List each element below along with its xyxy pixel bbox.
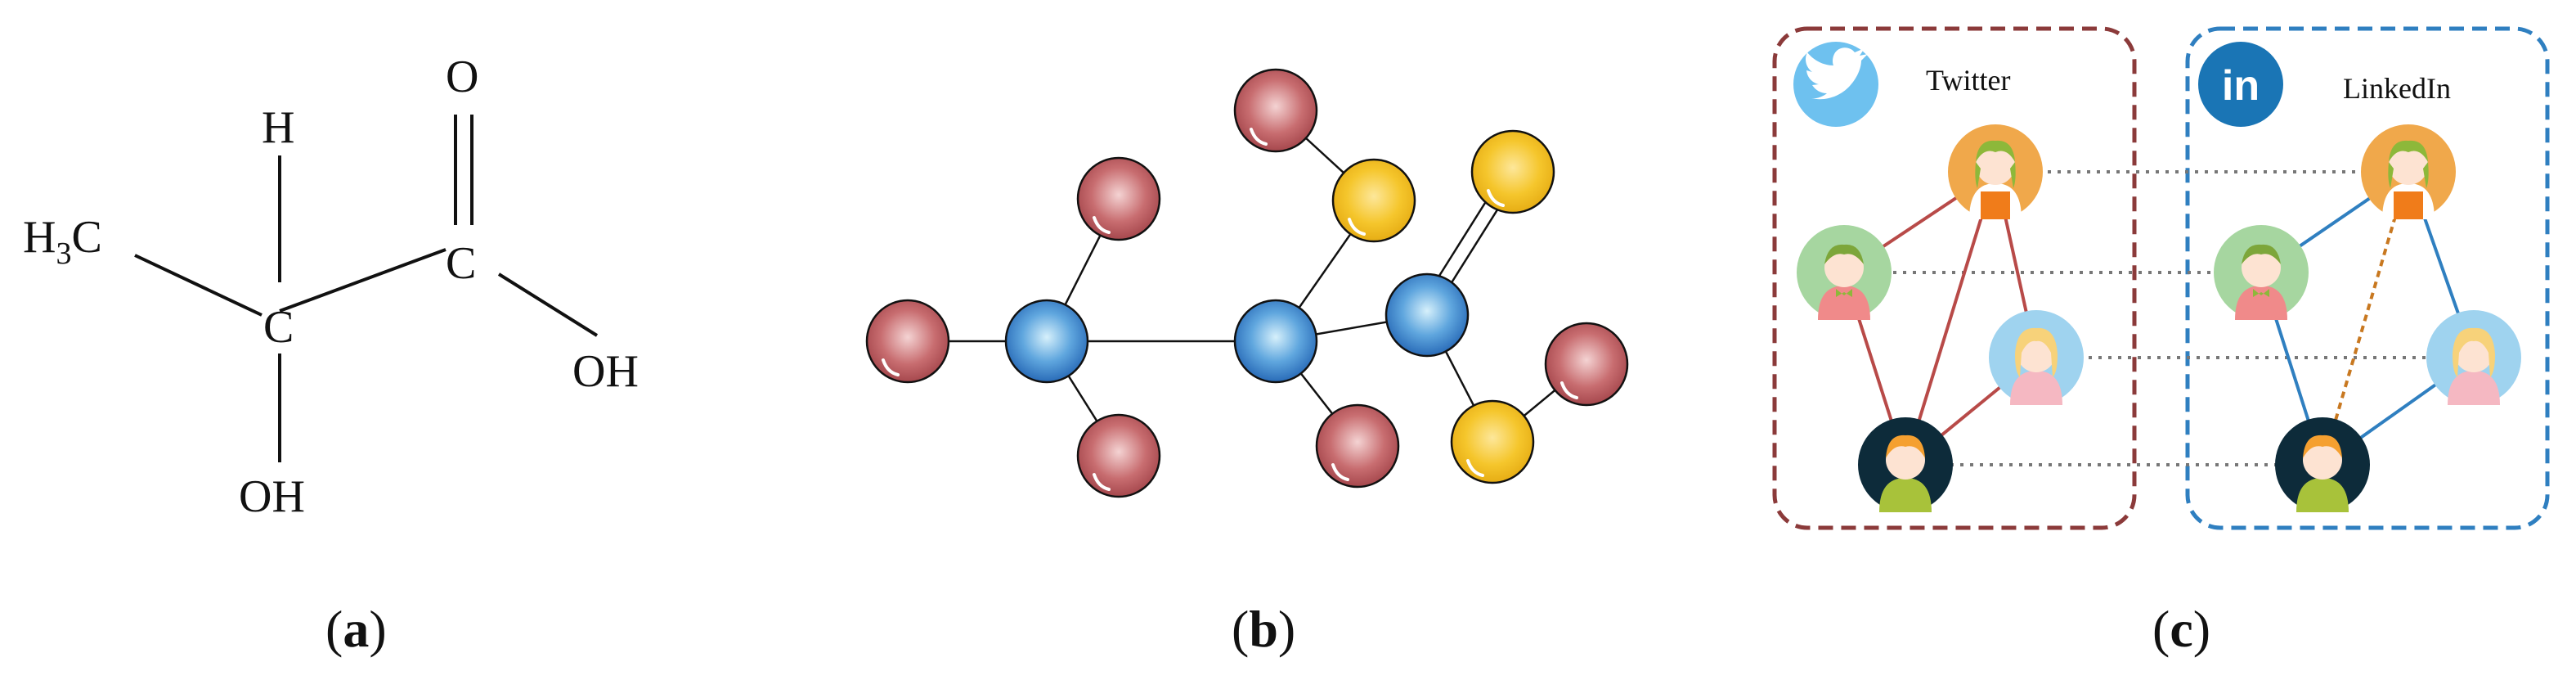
user-avatar-orange bbox=[2361, 124, 2456, 219]
atom-node-red bbox=[1076, 156, 1161, 241]
panel-c-network-alignment: Twitter in LinkedIn bbox=[1772, 26, 2550, 530]
linkedin-edges bbox=[2260, 170, 2475, 466]
caption-b: (b) bbox=[1232, 600, 1295, 658]
bond-c-c bbox=[279, 248, 447, 313]
atom-o: O bbox=[446, 52, 478, 102]
user-avatar-green bbox=[1797, 225, 1892, 320]
atom-node-blue bbox=[1004, 299, 1089, 384]
atom-oh-bottom: OH bbox=[239, 471, 305, 522]
bond-c-oh-right bbox=[497, 272, 599, 337]
user-avatar-dark bbox=[1858, 417, 1953, 512]
atom-node-red bbox=[1233, 68, 1318, 153]
atom-node-red bbox=[1076, 413, 1161, 498]
atom-node-yellow bbox=[1470, 129, 1555, 214]
linkedin-in-icon: in bbox=[2198, 42, 2283, 127]
user-avatar-orange bbox=[1948, 124, 2043, 219]
atom-node-blue bbox=[1233, 299, 1318, 384]
anchor-dotted-links bbox=[1893, 170, 2429, 466]
atom-c-carbonyl: C bbox=[446, 238, 476, 289]
user-avatar-green bbox=[2214, 225, 2309, 320]
atom-h: H bbox=[262, 102, 294, 153]
caption-a: (a) bbox=[325, 600, 387, 658]
bond-ch3-c bbox=[134, 254, 263, 317]
atom-node-red bbox=[865, 299, 950, 384]
atom-h3c: H3C bbox=[23, 212, 102, 271]
atom-node-blue bbox=[1384, 272, 1470, 358]
twitter-bird-icon bbox=[1793, 42, 1878, 127]
atom-oh-right: OH bbox=[572, 346, 639, 397]
atom-node-red bbox=[1315, 403, 1400, 489]
user-avatar-blue bbox=[1989, 310, 2084, 405]
svg-text:in: in bbox=[2222, 62, 2260, 110]
caption-c: (c) bbox=[2152, 600, 2210, 658]
panel-b-molecular-graph bbox=[865, 68, 1629, 498]
atom-c-center: C bbox=[263, 302, 294, 353]
twitter-edge bbox=[1904, 171, 1997, 466]
atom-node-yellow bbox=[1331, 158, 1416, 243]
twitter-network-box bbox=[1772, 26, 2137, 530]
linkedin-label: LinkedIn bbox=[2343, 72, 2451, 105]
linkedin-predicted-edge bbox=[2321, 171, 2410, 466]
user-avatar-dark bbox=[2275, 417, 2370, 512]
atom-node-red bbox=[1544, 322, 1629, 407]
linkedin-network-box bbox=[2185, 26, 2550, 530]
panel-a-molecule: H3C H C C O OH OH bbox=[23, 52, 639, 522]
user-avatar-blue bbox=[2426, 310, 2521, 405]
atom-node-yellow bbox=[1450, 399, 1535, 484]
atom-highlights bbox=[882, 128, 1578, 491]
twitter-label: Twitter bbox=[1926, 64, 2010, 97]
atom-nodes bbox=[865, 68, 1629, 498]
